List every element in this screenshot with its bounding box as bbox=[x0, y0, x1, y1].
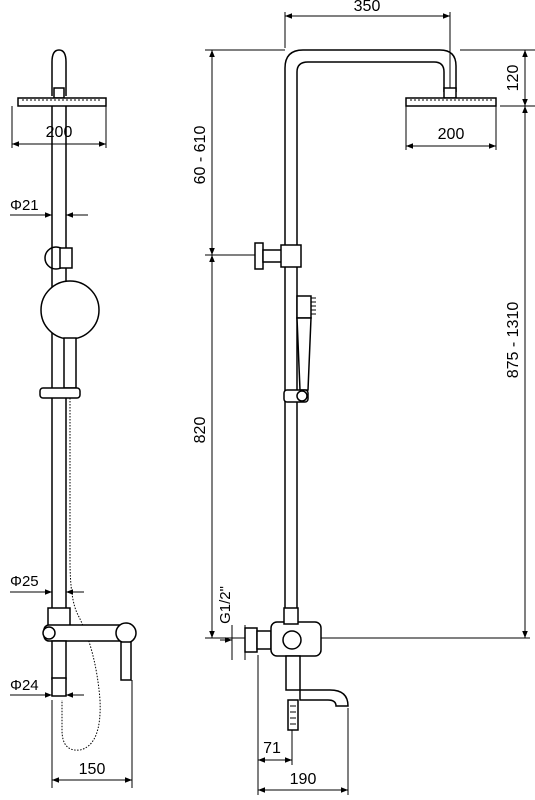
front-hand-shower-handle bbox=[296, 317, 312, 391]
front-wall-flange bbox=[244, 627, 258, 653]
arm-length-label: 350 bbox=[354, 0, 381, 15]
spout-diameter-label: Φ24 bbox=[10, 677, 39, 694]
front-riser-inner bbox=[296, 61, 445, 640]
pipe-diameter-label: Φ21 bbox=[10, 197, 39, 214]
mixer-diameter-label: Φ25 bbox=[10, 573, 39, 590]
bracket-clamp bbox=[59, 247, 73, 269]
front-mixer-knob bbox=[282, 630, 302, 650]
front-head-connector bbox=[443, 87, 457, 99]
side-hose bbox=[61, 398, 101, 751]
total-height-label: 875 - 1310 bbox=[505, 302, 522, 379]
front-spout bbox=[285, 655, 349, 707]
front-wall-bracket bbox=[254, 242, 264, 270]
side-spout-outlet bbox=[51, 677, 67, 697]
spout-reach-label: 190 bbox=[290, 771, 317, 788]
front-hose-connector bbox=[287, 699, 299, 731]
front-riser-joint bbox=[283, 607, 299, 625]
mixer-handle-knob bbox=[115, 622, 137, 644]
spout-offset-label: 71 bbox=[263, 740, 281, 757]
mixer-inlet bbox=[42, 626, 56, 640]
front-view: 350 200 120 875 - 1310 60 - 610 820 bbox=[192, 0, 535, 795]
side-head-width-label: 200 bbox=[46, 124, 73, 141]
front-inlet-connector bbox=[256, 630, 272, 650]
inlet-thread-label: G1/2" bbox=[217, 586, 234, 624]
front-head-width-label: 200 bbox=[438, 126, 465, 143]
slide-holder bbox=[39, 387, 81, 399]
head-height-label: 120 bbox=[505, 65, 522, 92]
slide-height-label: 820 bbox=[192, 417, 209, 444]
head-connector bbox=[53, 87, 65, 99]
side-hand-shower bbox=[40, 280, 100, 340]
riser-top-bend bbox=[51, 49, 67, 96]
front-hand-shower-head bbox=[296, 295, 312, 319]
side-view: 200 Φ21 Φ25 Φ bbox=[10, 49, 137, 788]
hand-shower-handle bbox=[63, 337, 77, 389]
mixer-depth-label: 150 bbox=[79, 761, 106, 778]
front-shower-head bbox=[405, 97, 497, 107]
front-bracket-clamp bbox=[280, 244, 302, 268]
side-shower-head bbox=[17, 97, 107, 107]
head-drop-label: 60 - 610 bbox=[192, 126, 209, 185]
front-riser-outer bbox=[284, 49, 457, 640]
side-spout-stem bbox=[51, 640, 67, 680]
mixer-lever bbox=[120, 641, 132, 681]
mixer-neck bbox=[47, 607, 71, 627]
